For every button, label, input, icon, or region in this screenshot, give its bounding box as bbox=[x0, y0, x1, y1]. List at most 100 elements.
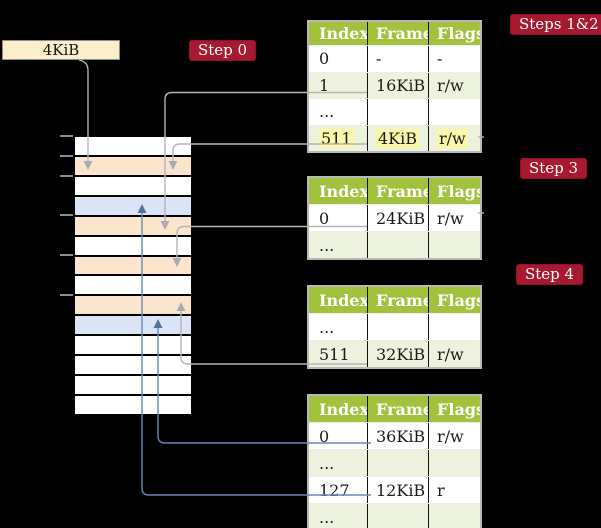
header-cell-flags: Flags bbox=[428, 178, 480, 204]
table-cell: r/w bbox=[428, 125, 480, 151]
table-cell: ... bbox=[309, 504, 367, 528]
table-cell: ... bbox=[309, 450, 367, 476]
memory-row-11-white bbox=[75, 336, 191, 355]
badge-step-0: Step 0 bbox=[189, 40, 257, 61]
memory-row-3-white bbox=[75, 176, 191, 195]
table-cell: r bbox=[428, 477, 480, 503]
cell-text: 127 bbox=[319, 480, 350, 500]
page-table-last-level-header: IndexFrameFlags bbox=[309, 396, 480, 422]
table-cell: 36KiB bbox=[367, 423, 428, 449]
cell-text: - bbox=[376, 49, 382, 69]
table-cell bbox=[428, 99, 480, 125]
cell-text: ... bbox=[319, 507, 335, 527]
table-cell: - bbox=[428, 46, 480, 72]
table-cell: 24KiB bbox=[367, 205, 428, 231]
header-cell-index: Index bbox=[309, 22, 367, 45]
memory-row-6-white bbox=[75, 236, 191, 255]
table-cell: 0 bbox=[309, 423, 367, 449]
table-cell: r/w bbox=[428, 72, 480, 98]
table-cell bbox=[428, 450, 480, 476]
header-cell-frame: Frame bbox=[367, 396, 428, 422]
table-cell bbox=[367, 314, 428, 340]
table-cell: 4KiB bbox=[367, 125, 428, 151]
page-table-step-3-row-0: 0 24KiB r/w bbox=[309, 204, 480, 231]
table-cell: 16KiB bbox=[367, 72, 428, 98]
table-cell: r/w bbox=[428, 341, 480, 367]
memory-tick-4 bbox=[60, 214, 73, 216]
header-cell-flags: Flags bbox=[428, 396, 480, 422]
table-cell: ... bbox=[309, 314, 367, 340]
memory-tick-6 bbox=[60, 294, 73, 296]
page-table-step-4-header: IndexFrameFlags bbox=[309, 287, 480, 313]
memory-tick-5 bbox=[60, 254, 73, 256]
page-table-step-3-row-...: ... bbox=[309, 231, 480, 258]
cell-text: r/w bbox=[437, 208, 464, 228]
memory-row-10-blue bbox=[75, 316, 191, 335]
memory-row-12-white bbox=[75, 356, 191, 375]
memory-row-4-blue bbox=[75, 196, 191, 215]
highlighted-cell-text: 511 bbox=[319, 128, 354, 148]
memory-row-13-white bbox=[75, 376, 191, 394]
badge-steps-1-2: Steps 1&2 bbox=[510, 14, 601, 35]
table-cell bbox=[367, 504, 428, 528]
header-cell-index: Index bbox=[309, 287, 367, 313]
memory-row-2-peach bbox=[75, 156, 191, 175]
page-table-last-level-row-...: ... bbox=[309, 449, 480, 476]
table-cell bbox=[428, 504, 480, 528]
cell-text: ... bbox=[319, 235, 335, 255]
cell-text: 36KiB bbox=[376, 426, 426, 446]
table-cell bbox=[367, 232, 428, 258]
page-table-level-0-row-0: 0-- bbox=[309, 45, 480, 72]
cell-text: 24KiB bbox=[376, 208, 426, 228]
cell-text: - bbox=[437, 49, 443, 69]
table-cell: 127 bbox=[309, 477, 367, 503]
header-cell-frame: Frame bbox=[367, 178, 428, 204]
memory-row-5-peach bbox=[75, 216, 191, 235]
cell-text: 511 bbox=[319, 344, 350, 364]
table-cell: 511 bbox=[309, 126, 367, 152]
cell-text: ... bbox=[319, 317, 335, 337]
table-cell: r/w bbox=[428, 205, 480, 231]
highlighted-cell-text: r/w bbox=[437, 128, 468, 148]
table-cell: 511 bbox=[309, 341, 367, 367]
page-table-level-0-header: IndexFrameFlags bbox=[309, 22, 480, 45]
cell-text: 32KiB bbox=[376, 344, 426, 364]
header-cell-index: Index bbox=[309, 178, 367, 204]
header-cell-index: Index bbox=[309, 396, 367, 422]
page-table-level-0-row-...: ... bbox=[309, 98, 480, 125]
badge-step-4: Step 4 bbox=[516, 264, 584, 285]
page-table-step-4-row-...: ... bbox=[309, 313, 480, 340]
table-cell: r/w bbox=[428, 423, 480, 449]
memory-row-9-peach bbox=[75, 296, 191, 315]
memory-row-1-white bbox=[75, 137, 191, 155]
cell-text: r/w bbox=[437, 426, 464, 446]
table-cell bbox=[367, 450, 428, 476]
cell-text: ... bbox=[319, 453, 335, 473]
cell-text: 16KiB bbox=[376, 75, 426, 95]
page-table-step-3: IndexFrameFlags 0 24KiB r/w... bbox=[307, 176, 482, 260]
memory-stack bbox=[75, 135, 191, 416]
header-cell-flags: Flags bbox=[428, 22, 480, 45]
table-cell: ... bbox=[309, 99, 367, 125]
header-cell-flags: Flags bbox=[428, 287, 480, 313]
badge-step-3: Step 3 bbox=[520, 158, 588, 179]
highlighted-cell-text: 4KiB bbox=[376, 128, 420, 148]
memory-tick-2 bbox=[60, 155, 73, 157]
page-table-level-0-row-511: 511 4KiB r/w bbox=[309, 124, 480, 152]
table-cell: 0 bbox=[309, 205, 367, 231]
page-table-step-3-header: IndexFrameFlags bbox=[309, 178, 480, 204]
table-cell: - bbox=[367, 46, 428, 72]
page-table-last-level-row-...: ... bbox=[309, 503, 480, 528]
table-cell bbox=[367, 99, 428, 125]
memory-row-7-peach bbox=[75, 256, 191, 275]
frame-size-label: 4KiB bbox=[42, 41, 80, 59]
cell-text: 0 bbox=[319, 208, 330, 228]
page-table-last-level-row-0: 0 36KiB r/w bbox=[309, 422, 480, 449]
cell-text: 0 bbox=[319, 426, 330, 446]
frame-size-box: 4KiB bbox=[2, 40, 120, 60]
